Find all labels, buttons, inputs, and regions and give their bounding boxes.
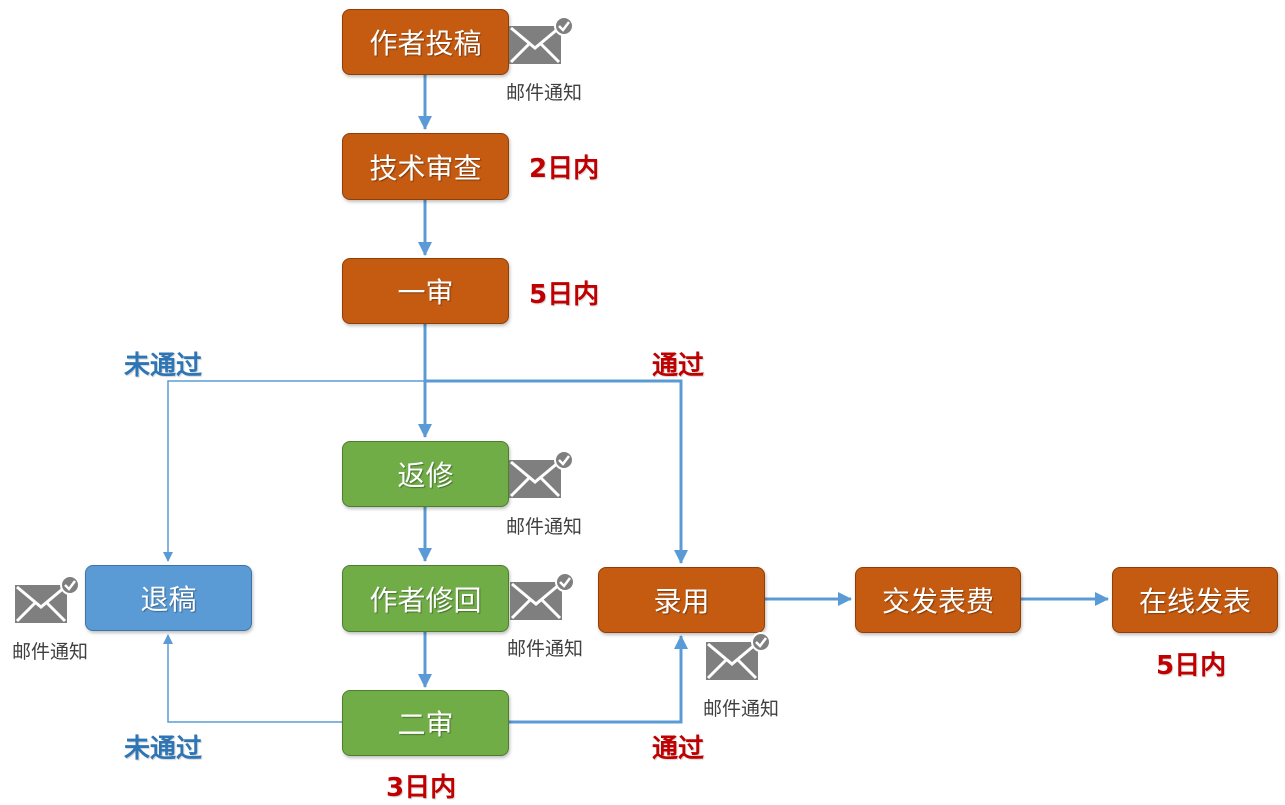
notify-revise: 邮件通知 — [496, 450, 592, 540]
arrow-first-pass-to-accept — [425, 379, 688, 564]
step-first-review: 一审 — [342, 258, 509, 324]
step-pay-fee: 交发表费 — [855, 567, 1021, 633]
mail-check-icon — [510, 572, 575, 620]
notify-author-revise: 邮件通知 — [497, 572, 593, 662]
label-second-fail: 未通过 — [124, 734, 203, 764]
time-limit-publish: 5日内 — [1156, 651, 1227, 681]
time-limit-tech-review: 2日内 — [529, 154, 600, 184]
arrow-second-fail-to-reject — [163, 634, 342, 723]
label-second-pass: 通过 — [652, 734, 705, 764]
time-limit-second-review: 3日内 — [386, 773, 457, 803]
step-second-review: 二审 — [342, 690, 509, 756]
mail-check-icon — [706, 632, 771, 680]
mail-check-icon — [509, 16, 574, 64]
arrow-second-pass-to-accept — [509, 635, 688, 724]
step-accept: 录用 — [598, 567, 765, 633]
notify-label: 邮件通知 — [11, 641, 88, 663]
step-revise: 返修 — [342, 441, 509, 507]
arrow-first-fail-to-reject — [163, 380, 425, 562]
step-reject: 退稿 — [85, 565, 252, 631]
step-publish: 在线发表 — [1112, 567, 1278, 633]
notify-label: 邮件通知 — [702, 698, 779, 720]
time-limit-first-review: 5日内 — [529, 280, 600, 310]
label-first-fail: 未通过 — [124, 351, 203, 381]
mail-check-icon — [15, 575, 80, 623]
step-submit: 作者投稿 — [342, 9, 509, 75]
step-author-revise: 作者修回 — [342, 565, 509, 632]
step-tech-review: 技术审查 — [342, 133, 509, 200]
notify-label: 邮件通知 — [506, 638, 583, 660]
notify-accept: 邮件通知 — [693, 632, 789, 722]
notify-label: 邮件通知 — [505, 82, 582, 104]
notify-label: 邮件通知 — [505, 516, 582, 538]
label-first-pass: 通过 — [652, 351, 705, 381]
notify-reject: 邮件通知 — [2, 575, 98, 665]
notify-submit: 邮件通知 — [496, 16, 592, 106]
mail-check-icon — [509, 450, 574, 498]
